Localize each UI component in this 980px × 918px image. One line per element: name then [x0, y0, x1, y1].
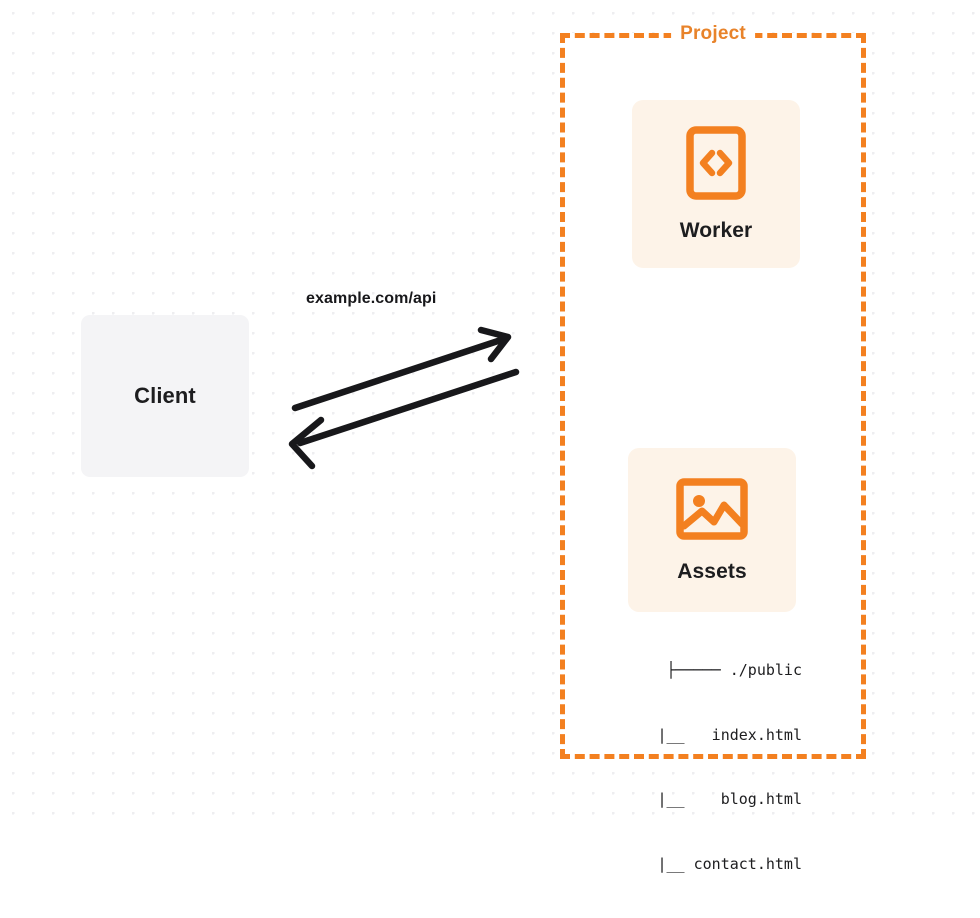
image-icon: [676, 477, 748, 546]
project-title: Project: [671, 23, 755, 45]
worker-node[interactable]: Worker: [632, 100, 800, 268]
code-brackets-icon: [686, 125, 746, 205]
assets-label: Assets: [677, 559, 747, 583]
file-tree-row: ├───── ./public: [666, 661, 802, 679]
assets-node[interactable]: Assets: [628, 448, 796, 612]
file-tree-row: |__ blog.html: [657, 790, 803, 808]
assets-file-tree: ├───── ./public |__ index.html |__ blog.…: [600, 617, 803, 918]
response-arrow: [288, 368, 520, 470]
file-tree-row: |__ index.html: [657, 725, 803, 744]
edge-label-url: example.com/api: [306, 290, 437, 307]
worker-label: Worker: [679, 218, 753, 242]
client-label: Client: [134, 383, 196, 408]
diagram-canvas: Client example.com/api Project Worker: [0, 0, 980, 873]
file-tree-row: |__ contact.html: [657, 854, 803, 873]
request-arrow: [291, 326, 512, 412]
client-node[interactable]: Client: [81, 315, 249, 477]
